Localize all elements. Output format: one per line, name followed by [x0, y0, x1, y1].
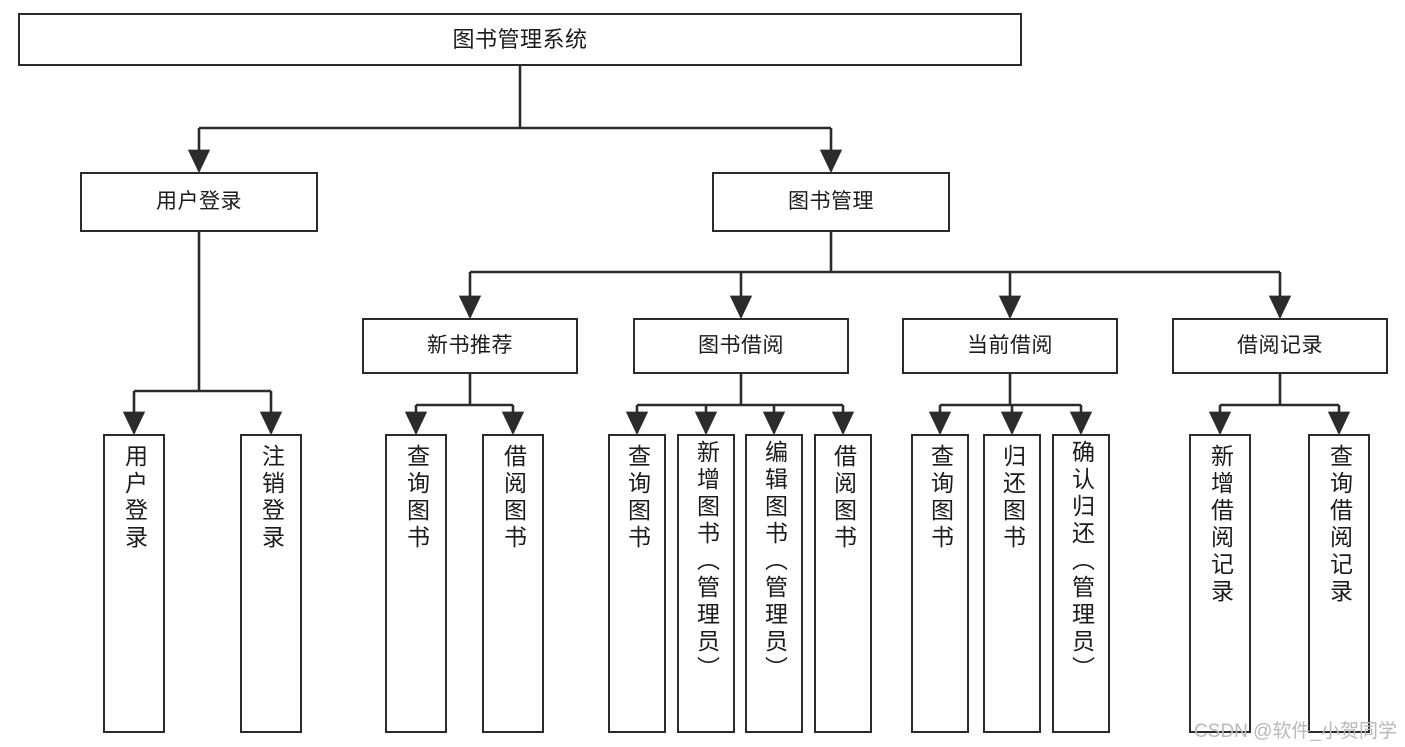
node-label: 图书管理系统	[452, 26, 588, 52]
node-label: 当前借阅	[967, 333, 1053, 357]
node-leaf-query-rec: 查询借阅记录	[1308, 434, 1370, 733]
node-root: 图书管理系统	[18, 13, 1022, 66]
node-label: 用户登录	[121, 444, 148, 552]
node-label: 查询图书	[624, 444, 651, 552]
node-leaf-edit-book: 编辑图书（管理员）	[745, 434, 803, 733]
node-leaf-return: 归还图书	[983, 434, 1041, 733]
node-label: 编辑图书（管理员）	[761, 440, 788, 683]
node-label: 查询借阅记录	[1326, 444, 1353, 606]
node-leaf-logout: 注销登录	[240, 434, 302, 733]
node-book-manage: 图书管理	[712, 172, 950, 232]
node-label: 借阅图书	[830, 444, 857, 552]
watermark-text: CSDN @软件_小贺同学	[1194, 721, 1397, 742]
node-borrow-record: 借阅记录	[1172, 318, 1388, 374]
node-label: 查询图书	[927, 444, 954, 552]
node-leaf-borrow-1: 借阅图书	[482, 434, 544, 733]
node-leaf-add-rec: 新增借阅记录	[1189, 434, 1251, 733]
node-label: 新增图书（管理员）	[693, 440, 720, 683]
node-label: 归还图书	[999, 444, 1026, 552]
node-new-book-rec: 新书推荐	[362, 318, 578, 374]
node-book-borrow: 图书借阅	[633, 318, 849, 374]
node-label: 查询图书	[403, 444, 430, 552]
node-label: 新书推荐	[427, 333, 513, 357]
node-label: 确认归还（管理员）	[1068, 440, 1095, 683]
node-label: 借阅图书	[500, 444, 527, 552]
node-leaf-confirm: 确认归还（管理员）	[1052, 434, 1110, 733]
node-user-login: 用户登录	[80, 172, 318, 232]
node-leaf-query-2: 查询图书	[608, 434, 666, 733]
node-label: 用户登录	[156, 189, 242, 213]
node-label: 新增借阅记录	[1207, 444, 1234, 606]
node-label: 借阅记录	[1237, 333, 1323, 357]
node-leaf-query-1: 查询图书	[385, 434, 447, 733]
node-leaf-borrow-2: 借阅图书	[814, 434, 872, 733]
node-leaf-query-3: 查询图书	[911, 434, 969, 733]
node-leaf-user-login: 用户登录	[103, 434, 165, 733]
node-label: 图书管理	[788, 189, 874, 213]
node-current-borrow: 当前借阅	[902, 318, 1118, 374]
edge-paths	[122, 66, 1351, 436]
node-leaf-add-book: 新增图书（管理员）	[677, 434, 735, 733]
node-label: 注销登录	[258, 444, 285, 552]
node-label: 图书借阅	[698, 333, 784, 357]
